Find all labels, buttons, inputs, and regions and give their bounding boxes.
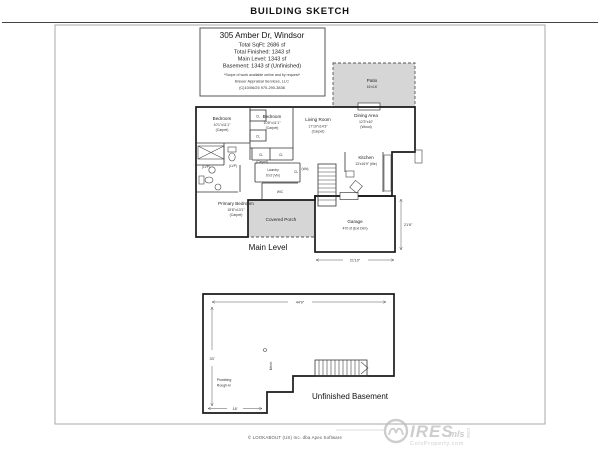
software-credit: © LOOKABOUT (US) Inc. dba Apex Software bbox=[248, 435, 343, 440]
copyright-phone: (C)10/06/25 970-290-3836 bbox=[239, 85, 285, 90]
stairs-basement bbox=[314, 359, 369, 377]
garage-label: Garage bbox=[347, 219, 363, 224]
main-level-plan: Patio 16'x16' Covered Porch Garage 470 s… bbox=[195, 62, 423, 263]
dining-area-label: Dining Area bbox=[354, 113, 378, 118]
info-box-border bbox=[199, 27, 326, 97]
living-room-dims: 17'10"x14'3" bbox=[308, 125, 328, 129]
closet-label-3: CL bbox=[259, 153, 263, 157]
hall-floor-label: (Carpet) bbox=[256, 160, 268, 164]
watermark: IRES mls ColoProperty.com IRES bbox=[336, 418, 471, 447]
garage-walls bbox=[314, 195, 396, 253]
garage-area-label: 470 sf (Ext Dim) bbox=[342, 227, 367, 231]
watermark-tagline: ColoProperty.com bbox=[410, 441, 464, 447]
laundry-label: Laundry bbox=[267, 168, 279, 172]
garage-door bbox=[339, 192, 359, 200]
wood-label: (Wd) bbox=[302, 167, 309, 171]
patio-area bbox=[332, 62, 416, 108]
bathroom-fixtures bbox=[197, 145, 237, 191]
lvp-label-1: (LVP) bbox=[202, 165, 210, 169]
living-room-label: Living Room bbox=[305, 117, 331, 122]
kitchen-fixtures bbox=[345, 154, 392, 194]
bedroom2-floor: (Carpet) bbox=[266, 126, 279, 130]
laundry-dims: 6'x3' (Vin) bbox=[266, 174, 280, 178]
basement-plan: Mech Plumbing Rough-In 44'9" 33' 18' Unf… bbox=[202, 293, 395, 414]
patio-dims: 16'x16' bbox=[367, 85, 378, 89]
living-room-floor: (Carpet) bbox=[312, 130, 325, 134]
kitchen-dims: 13'x16'9" (tile) bbox=[355, 162, 377, 166]
basement-bottom-dim: 18' bbox=[233, 407, 238, 411]
side-step bbox=[414, 149, 423, 164]
stairs-main-level bbox=[317, 163, 337, 207]
property-address: 305 Amber Dr, Windsor bbox=[220, 31, 305, 40]
patio-label: Patio bbox=[367, 78, 378, 83]
basement-outer-walls bbox=[202, 293, 395, 414]
ires-logo-swoosh-icon bbox=[388, 427, 404, 436]
main-level-label: Main Level bbox=[249, 243, 288, 252]
bedroom1-dims: 10'1"x11'1" bbox=[214, 123, 232, 127]
watermark-vertical-brand: IRES bbox=[466, 428, 471, 439]
kitchen-label: Kitchen bbox=[358, 155, 374, 160]
unfinished-basement-label: Unfinished Basement bbox=[312, 392, 389, 401]
closet-label-5: CL bbox=[294, 170, 298, 174]
primary-bedroom-floor: (Carpet) bbox=[230, 213, 243, 217]
dining-area-dims: 12'3"x10' bbox=[359, 120, 373, 124]
main-level-sqft: Main Level: 1343 sf bbox=[238, 57, 287, 63]
bedroom2-dims: 10'8"x11'1" bbox=[264, 121, 282, 125]
basement-left-dim: 33' bbox=[210, 357, 215, 361]
closet-box-2 bbox=[249, 129, 267, 142]
wic-label: WIC bbox=[277, 190, 284, 194]
bedroom1-label: Bedroom bbox=[213, 116, 232, 121]
closet-label-4: CL bbox=[279, 153, 283, 157]
plumbing-label-line2: Rough-In bbox=[217, 384, 231, 388]
watermark-brand: IRES bbox=[410, 422, 454, 441]
total-sqft: Total SqFt: 2686 sf bbox=[239, 43, 286, 49]
total-finished: Total Finished: 1343 sf bbox=[234, 50, 290, 56]
closet-box-1 bbox=[249, 109, 267, 122]
mech-label: Mech bbox=[269, 362, 273, 371]
closet-label-1: CL bbox=[256, 115, 260, 119]
dining-area-floor: (Wood) bbox=[360, 125, 371, 129]
garage-bottom-dim: 21'10" bbox=[350, 259, 361, 263]
covered-porch-area bbox=[248, 200, 315, 237]
floor-drain-marker bbox=[263, 348, 267, 352]
primary-bedroom-label: Primary Bedroom bbox=[218, 201, 254, 206]
basement-sqft: Basement: 1343 sf (Unfinished) bbox=[223, 64, 301, 70]
page-title: BUILDING SKETCH bbox=[250, 6, 350, 17]
sketch-border-frame bbox=[54, 24, 546, 425]
bedroom2-label: Bedroom bbox=[263, 114, 282, 119]
covered-porch-label: Covered Porch bbox=[266, 217, 297, 222]
basement-top-dim: 44'9" bbox=[296, 301, 305, 305]
primary-bedroom-dims: 15'8"x13'1" bbox=[227, 208, 245, 212]
info-box: 305 Amber Dr, Windsor Total SqFt: 2686 s… bbox=[199, 27, 326, 97]
watermark-suffix: mls bbox=[449, 429, 465, 439]
garage-right-dim: 21'6" bbox=[404, 223, 413, 227]
company-name: Breuer Appraisal Services, LLC bbox=[235, 79, 289, 84]
bedroom1-floor: (Carpet) bbox=[216, 128, 229, 132]
closet-label-2: CL bbox=[256, 135, 260, 139]
plumbing-label-line1: Plumbing bbox=[217, 378, 232, 382]
scope-note: *Scope of work available online and by r… bbox=[224, 73, 301, 77]
lvp-label-2: (LVP) bbox=[229, 164, 237, 168]
ires-logo-icon bbox=[383, 418, 409, 444]
